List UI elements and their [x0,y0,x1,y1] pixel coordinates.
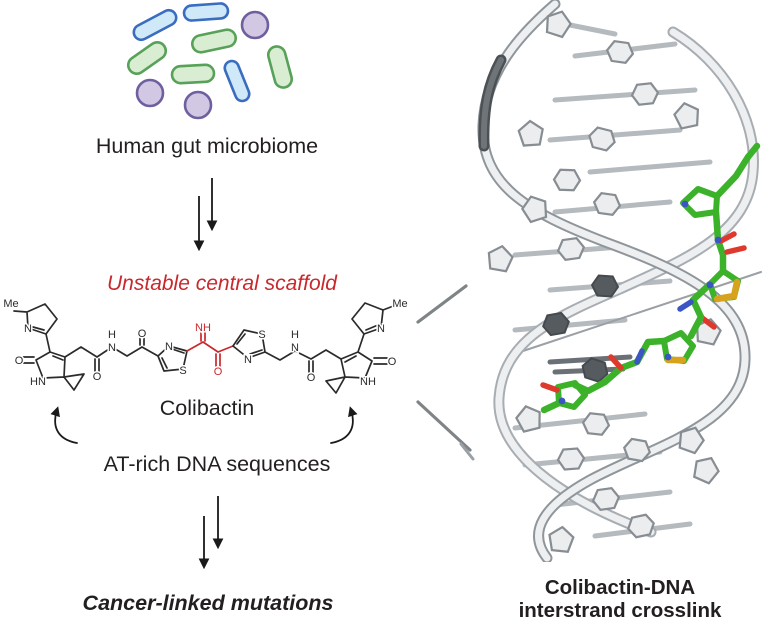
colibactin-label: Colibactin [159,396,255,420]
atom-label: O [214,366,223,378]
atom-label: NH [360,376,376,388]
curved-arrow-right [330,406,358,444]
atom-label: S [258,329,265,341]
atom-label: O [307,372,316,384]
nitrogen-atom-icon [558,200,722,405]
atom-label: S [179,365,186,377]
panel-connector-lines [416,284,472,452]
unstable-scaffold-bonds [186,330,234,368]
down-arrows-icon [198,496,224,570]
atom-label: H [291,329,299,341]
microbiome-label: Human gut microbiome [95,134,319,158]
atom-label: NH [195,322,211,334]
atom-label: HN [30,376,46,388]
atom-label: N [244,354,252,366]
atom-label: Me [392,298,407,310]
scaffold-label: Unstable central scaffold [107,272,337,295]
crosslink-caption: Colibactin-DNA interstrand crosslink [470,576,768,623]
mutations-label: Cancer-linked mutations [82,591,334,615]
crosslink-caption-line2: interstrand crosslink [518,598,722,622]
skeleton-bonds-left [13,303,188,391]
bacteria-coccus-icon [135,10,270,120]
atom-label: H [108,329,116,341]
atom-label: N [108,342,116,354]
atom-label: N [291,342,299,354]
gut-bacteria-illustration [126,2,294,120]
curved-arrow-left [50,406,78,444]
down-arrows-icon [193,178,218,252]
skeleton-bonds-right [232,302,397,394]
bacteria-rod-icon [126,2,294,103]
dna-helix-render [459,0,762,562]
dna-backbone-ribbons [477,0,759,562]
atom-label: O [138,328,147,340]
atom-label: N [24,323,32,335]
atom-label: Me [3,298,18,310]
atom-label: O [15,355,24,367]
atom-label: N [377,323,385,335]
atom-label: N [165,341,173,353]
atom-label: O [388,356,397,368]
atom-label: O [93,371,102,383]
colibactin-ligand [540,142,761,414]
at-rich-label: AT-rich DNA sequences [103,452,331,476]
crosslink-caption-line1: Colibactin-DNA [544,576,696,599]
